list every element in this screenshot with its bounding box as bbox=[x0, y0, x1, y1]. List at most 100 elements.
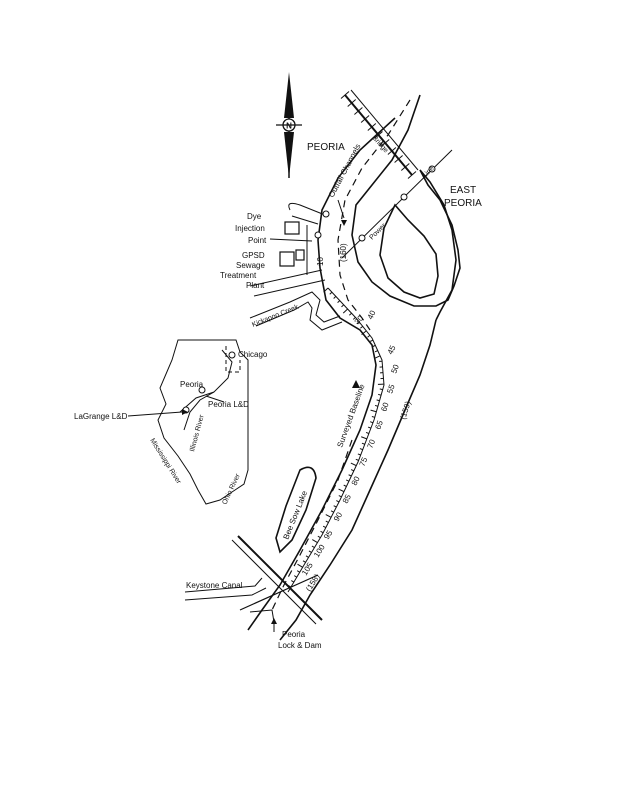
dye-injection-line1: Dye bbox=[247, 212, 262, 221]
kickapoo-creek bbox=[249, 291, 341, 323]
baseline-tick bbox=[338, 488, 345, 493]
dye-injection-line2: Injection bbox=[235, 224, 265, 233]
baseline-tick bbox=[330, 510, 334, 513]
bridge-tick bbox=[387, 147, 397, 155]
baseline-tick bbox=[376, 399, 380, 402]
baseline-tick bbox=[371, 416, 375, 418]
baseline-tick bbox=[379, 388, 383, 391]
station-70: 70 bbox=[366, 438, 378, 450]
baseline-tick bbox=[342, 308, 348, 314]
bridge-tick bbox=[374, 131, 383, 139]
station-80: 80 bbox=[350, 474, 362, 486]
baseline-tick bbox=[374, 355, 381, 359]
baseline-tick bbox=[297, 563, 303, 568]
station-160: (160) bbox=[339, 243, 348, 262]
baseline-tick bbox=[367, 334, 371, 338]
north-label: N bbox=[286, 122, 292, 131]
city-east-peoria-line1: EAST bbox=[450, 185, 476, 196]
baseline-tick bbox=[355, 458, 359, 461]
bridge-tick bbox=[340, 91, 350, 99]
lock-dam-line1: Peoria bbox=[282, 630, 306, 639]
surveyed-baseline-label: Surveyed Baseline bbox=[335, 382, 366, 448]
baseline-tick bbox=[374, 350, 378, 353]
baseline-tick bbox=[291, 580, 295, 583]
bridge-tick bbox=[400, 163, 410, 171]
baseline-tick bbox=[329, 291, 333, 295]
city-peoria: PEORIA bbox=[307, 142, 345, 153]
bridge-tick bbox=[380, 139, 390, 147]
inset-illinois-river: Illinois River bbox=[189, 414, 206, 453]
inset-ohio-river: Ohio River bbox=[221, 472, 242, 506]
station-100: 100 bbox=[312, 543, 327, 560]
keystone-canal-label: Keystone Canal bbox=[186, 581, 243, 590]
sewage-line3: Treatment bbox=[220, 271, 257, 280]
baseline-tick bbox=[348, 474, 352, 477]
baseline-tick bbox=[350, 469, 355, 472]
station-40: 40 bbox=[366, 308, 378, 320]
baseline-tick bbox=[311, 545, 315, 548]
baseline-tick bbox=[356, 321, 360, 325]
river-west-bank bbox=[247, 117, 396, 631]
baseline-tick bbox=[374, 404, 379, 407]
baseline-tick bbox=[367, 426, 372, 429]
station-45: 45 bbox=[386, 343, 398, 355]
baseline-tick bbox=[322, 525, 327, 528]
baseline-tick bbox=[312, 539, 318, 544]
baseline-tick bbox=[370, 339, 374, 342]
dye-injection-line3: Point bbox=[248, 236, 267, 245]
bridge-tick bbox=[394, 155, 403, 163]
navigation-channel bbox=[337, 99, 411, 331]
station-55: 55 bbox=[385, 383, 396, 395]
baseline-tick bbox=[296, 570, 300, 573]
baseline-tick bbox=[359, 448, 363, 451]
baseline-tick bbox=[365, 431, 370, 434]
sewage-line4: Plant bbox=[246, 281, 265, 290]
station-75: 75 bbox=[358, 456, 370, 468]
east-peoria-shoreline bbox=[419, 169, 457, 321]
dye-injection-pointer bbox=[269, 238, 313, 242]
baseline-tick bbox=[357, 453, 361, 456]
baseline-tick bbox=[350, 462, 357, 467]
inner-shoreline bbox=[379, 203, 439, 299]
baseline-tick bbox=[333, 296, 337, 299]
bee-sow-lake bbox=[275, 466, 317, 554]
station-159: (159) bbox=[398, 400, 412, 421]
river-east-bank bbox=[279, 94, 461, 641]
surveyed-baseline bbox=[287, 287, 385, 593]
keystone-canal bbox=[184, 577, 263, 593]
baseline-tick bbox=[323, 287, 329, 293]
baseline-tick bbox=[293, 575, 298, 578]
baseline-tick bbox=[378, 393, 382, 396]
station-50: 50 bbox=[389, 363, 401, 375]
baseline-tick bbox=[308, 550, 312, 553]
sewage-line2: Sewage bbox=[236, 261, 265, 270]
baseline-tick bbox=[361, 442, 365, 445]
bridge-tick bbox=[407, 171, 417, 179]
inset-map-illinois: Chicago Peoria Peoria L&D LaGrange L&D I… bbox=[74, 339, 268, 506]
inset-lagrange-lbd: LaGrange L&D bbox=[74, 412, 128, 421]
baseline-tick bbox=[369, 421, 374, 424]
lock-and-dam bbox=[249, 609, 275, 623]
baseline-tick bbox=[338, 495, 342, 498]
station-65: 65 bbox=[373, 419, 385, 431]
baseline-tick bbox=[341, 304, 345, 308]
station-30: 30 bbox=[353, 313, 366, 326]
city-east-peoria-line2: PEORIA bbox=[444, 198, 482, 209]
baseline-tick bbox=[325, 514, 332, 518]
baseline-tick bbox=[317, 535, 321, 539]
baseline-tick bbox=[337, 300, 341, 304]
bridge-tick bbox=[360, 115, 370, 123]
sewage-line1: GPSD bbox=[242, 251, 265, 260]
baseline-tick bbox=[320, 530, 324, 534]
baseline-tick bbox=[302, 560, 306, 563]
station-10: 10 bbox=[316, 257, 325, 266]
baseline-tick bbox=[352, 317, 356, 320]
baseline-tick bbox=[349, 312, 352, 316]
inset-chicago: Chicago bbox=[238, 350, 268, 359]
baseline-tick bbox=[343, 484, 347, 487]
power-line: Power Line bbox=[341, 149, 453, 259]
bridge-tick bbox=[347, 99, 357, 107]
baseline-tick bbox=[372, 344, 376, 348]
outfall-arrow bbox=[337, 199, 345, 219]
